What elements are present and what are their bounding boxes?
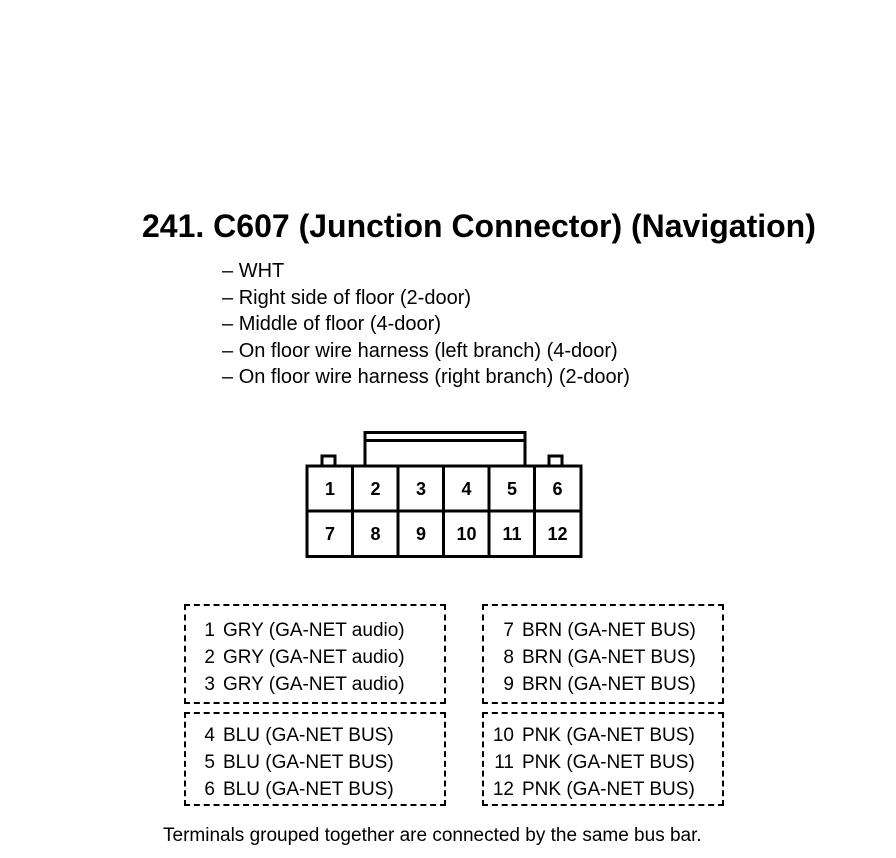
terminal-row: 6 BLU (GA-NET BUS): [186, 776, 444, 803]
info-color: WHT: [222, 258, 630, 285]
terminal-row: 8 BRN (GA-NET BUS): [484, 644, 722, 671]
terminal-description: BLU (GA-NET BUS): [223, 725, 394, 746]
pin-12: 12: [547, 524, 567, 544]
terminal-number: 2: [204, 647, 215, 668]
terminal-description: PNK (GA-NET BUS): [522, 752, 695, 773]
terminal-number: 8: [503, 647, 514, 668]
terminal-group-brn: 7 BRN (GA-NET BUS) 8 BRN (GA-NET BUS) 9 …: [482, 604, 724, 704]
terminal-description: PNK (GA-NET BUS): [522, 725, 695, 746]
pin-1: 1: [325, 479, 335, 499]
terminal-row: 10 PNK (GA-NET BUS): [484, 722, 722, 749]
info-harness-left: On floor wire harness (left branch) (4-d…: [222, 338, 630, 365]
terminal-number: 1: [204, 620, 215, 641]
info-harness-right: On floor wire harness (right branch) (2-…: [222, 364, 630, 391]
connector-latch: [363, 431, 527, 466]
pin-3: 3: [416, 479, 426, 499]
terminal-description: GRY (GA-NET audio): [223, 620, 405, 641]
right-tab: [547, 454, 564, 466]
pin-11: 11: [502, 524, 521, 544]
pin-7: 7: [325, 524, 335, 544]
terminal-description: GRY (GA-NET audio): [223, 647, 405, 668]
terminal-row: 4 BLU (GA-NET BUS): [186, 722, 444, 749]
pin-2: 2: [370, 479, 380, 499]
pin-6: 6: [552, 479, 562, 499]
pin-8: 8: [370, 524, 380, 544]
terminal-description: BRN (GA-NET BUS): [522, 674, 696, 695]
connector-info-list: WHT Right side of floor (2-door) Middle …: [222, 258, 630, 391]
terminal-group-blu: 4 BLU (GA-NET BUS) 5 BLU (GA-NET BUS) 6 …: [184, 712, 446, 806]
info-location-2door: Right side of floor (2-door): [222, 285, 630, 312]
page-title: 241. C607 (Junction Connector) (Navigati…: [142, 208, 816, 244]
pin-grid: [307, 466, 581, 556]
footnote: Terminals grouped together are connected…: [163, 825, 702, 846]
terminal-number: 11: [494, 752, 514, 773]
terminal-row: 3 GRY (GA-NET audio): [186, 671, 444, 698]
terminal-row: 11 PNK (GA-NET BUS): [484, 749, 722, 776]
terminal-number: 10: [492, 725, 514, 746]
terminal-description: BRN (GA-NET BUS): [522, 647, 696, 668]
terminal-group-pnk: 10 PNK (GA-NET BUS) 11 PNK (GA-NET BUS) …: [482, 712, 724, 806]
terminal-description: BLU (GA-NET BUS): [223, 779, 394, 800]
terminal-description: BLU (GA-NET BUS): [223, 752, 394, 773]
terminal-description: PNK (GA-NET BUS): [522, 779, 695, 800]
terminal-number: 6: [204, 779, 215, 800]
terminal-row: 12 PNK (GA-NET BUS): [484, 776, 722, 803]
terminal-number: 5: [204, 752, 215, 773]
terminal-number: 9: [503, 674, 514, 695]
pin-5: 5: [507, 479, 517, 499]
pin-4: 4: [461, 479, 471, 499]
info-location-4door: Middle of floor (4-door): [222, 311, 630, 338]
pin-9: 9: [416, 524, 426, 544]
left-tab: [320, 454, 337, 466]
terminal-number: 12: [492, 779, 514, 800]
terminal-description: GRY (GA-NET audio): [223, 674, 405, 695]
terminal-description: BRN (GA-NET BUS): [522, 620, 696, 641]
terminal-row: 5 BLU (GA-NET BUS): [186, 749, 444, 776]
terminal-row: 2 GRY (GA-NET audio): [186, 644, 444, 671]
terminal-row: 1 GRY (GA-NET audio): [186, 617, 444, 644]
pin-10: 10: [456, 524, 476, 544]
terminal-row: 9 BRN (GA-NET BUS): [484, 671, 722, 698]
terminal-number: 4: [204, 725, 215, 746]
terminal-number: 7: [503, 620, 514, 641]
terminal-group-gry: 1 GRY (GA-NET audio) 2 GRY (GA-NET audio…: [184, 604, 446, 704]
terminal-number: 3: [204, 674, 215, 695]
terminal-row: 7 BRN (GA-NET BUS): [484, 617, 722, 644]
